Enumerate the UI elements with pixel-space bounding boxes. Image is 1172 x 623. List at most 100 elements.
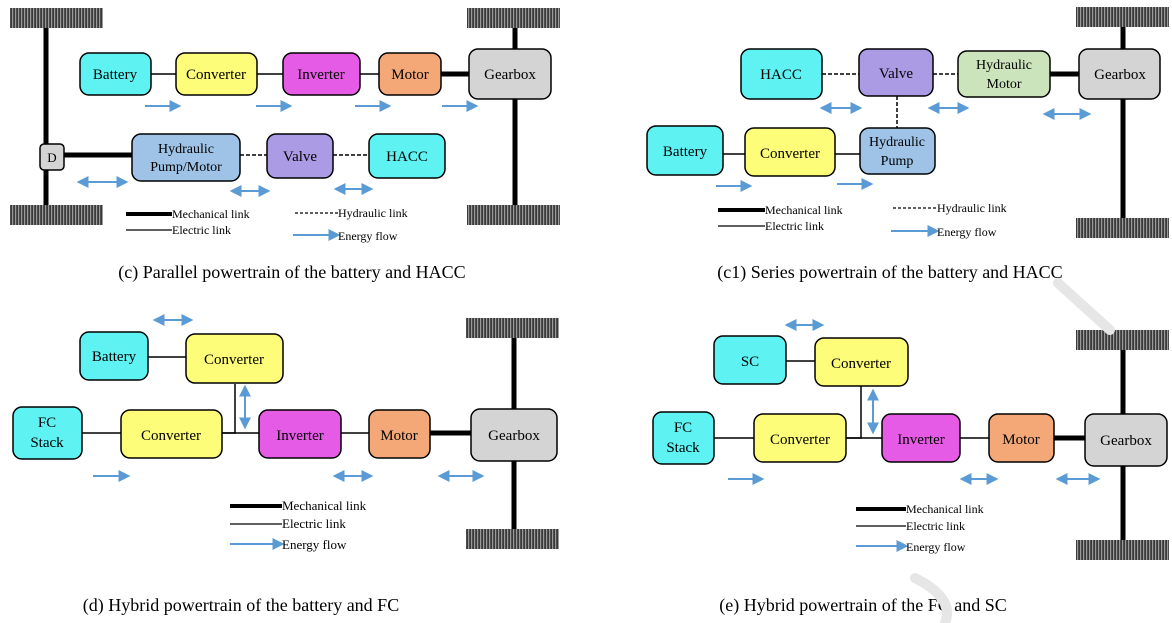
battery-box: Battery (79, 52, 152, 96)
legend-hydraulic: Hydraulic link (937, 201, 1007, 215)
wheel-icon (466, 529, 559, 549)
battery-label: Battery (93, 67, 138, 83)
fc-label-line2: Stack (666, 440, 700, 456)
inverter-box: Inverter (881, 413, 961, 463)
hydraulic-pump-motor-box: Hydraulic Pump/Motor (131, 133, 241, 182)
wheel-icon (467, 205, 560, 225)
panel-e: SC Converter FC Stack Converter Inverter… (652, 319, 1169, 616)
inverter-label: Inverter (276, 428, 323, 444)
sc-box: SC (713, 335, 787, 385)
converter-box: Converter (744, 127, 836, 177)
wheel-icon (466, 318, 559, 338)
battery-label: Battery (663, 144, 708, 160)
motor-label: Motor (391, 67, 429, 83)
valve-label: Valve (879, 66, 913, 82)
wheel-icon (1076, 330, 1169, 350)
legend-mechanical: Mechanical link (906, 502, 984, 516)
gearbox-box: Gearbox (1078, 48, 1161, 100)
converter-label: Converter (760, 146, 820, 162)
legend: Mechanical link Electric link Hydraulic … (718, 201, 1007, 239)
inverter-box: Inverter (258, 409, 342, 459)
wheel-icon (1076, 7, 1169, 27)
pump-label-line1: Hydraulic (869, 135, 925, 150)
legend: Mechanical link Electric link Hydraulic … (126, 206, 408, 243)
inverter-box: Inverter (282, 52, 361, 96)
legend: Mechanical link Electric link Energy flo… (230, 498, 367, 552)
hacc-box: HACC (740, 48, 823, 100)
motor-box: Motor (378, 52, 442, 96)
legend-energy: Energy flow (282, 537, 347, 552)
legend-energy: Energy flow (338, 229, 398, 243)
converter-label: Converter (186, 67, 246, 83)
battery-label: Battery (92, 349, 137, 365)
converter-label: Converter (141, 428, 201, 444)
gearbox-label: Gearbox (1094, 67, 1146, 83)
panel-c: Battery Converter Inverter Motor Gearbox… (10, 8, 560, 283)
converter-label: Converter (770, 432, 830, 448)
legend-mechanical: Mechanical link (282, 498, 367, 513)
caption-d: (d) Hybrid powertrain of the battery and… (83, 595, 399, 616)
legend-energy: Energy flow (937, 225, 997, 239)
converter-box: Converter (753, 413, 847, 463)
battery-box: Battery (646, 125, 724, 176)
legend-electric: Electric link (906, 519, 965, 533)
caption-c: (c) Parallel powertrain of the battery a… (118, 262, 465, 283)
differential-box: D (39, 143, 65, 171)
watermark (910, 278, 1115, 623)
battery-box: Battery (79, 331, 149, 381)
panel-c1: HACC Valve Hydraulic Motor Gearbox Batte… (646, 7, 1169, 283)
converter-top-box: Converter (185, 333, 284, 384)
gearbox-box: Gearbox (468, 48, 552, 100)
hydraulic-pump-box: Hydraulic Pump (859, 127, 936, 175)
inverter-label: Inverter (897, 432, 944, 448)
pump-label-line2: Pump (881, 154, 914, 169)
legend-mechanical: Mechanical link (765, 203, 843, 217)
legend-energy: Energy flow (906, 540, 966, 554)
gearbox-box: Gearbox (470, 408, 558, 462)
pump-label-line2: Pump/Motor (150, 160, 222, 175)
hacc-label: HACC (760, 67, 802, 83)
fc-label-line1: FC (674, 420, 692, 436)
gearbox-label: Gearbox (484, 67, 536, 83)
legend-electric: Electric link (282, 516, 346, 531)
legend-hydraulic: Hydraulic link (338, 206, 408, 220)
motor-box: Motor (988, 413, 1055, 463)
hacc-box: HACC (368, 133, 446, 179)
legend-mechanical: Mechanical link (172, 207, 250, 221)
converter-top-box: Converter (814, 337, 909, 387)
motor-label: Motor (380, 428, 418, 444)
fc-stack-box: FC Stack (652, 411, 715, 465)
legend: Mechanical link Electric link Energy flo… (856, 502, 984, 554)
panel-d: Battery Converter FC Stack Converter Inv… (12, 314, 559, 616)
wheel-icon (10, 8, 103, 28)
converter-top-label: Converter (204, 352, 264, 368)
converter-box: Converter (175, 52, 258, 96)
motor-label: Motor (1002, 432, 1040, 448)
inverter-label: Inverter (297, 67, 344, 83)
wheel-icon (1076, 540, 1169, 560)
valve-box: Valve (858, 48, 934, 97)
motor-box: Motor (368, 409, 431, 459)
hydraulic-motor-label-line1: Hydraulic (976, 58, 1032, 73)
gearbox-label: Gearbox (488, 428, 540, 444)
fc-label-line1: FC (38, 415, 56, 431)
differential-label: D (47, 150, 56, 165)
legend-electric: Electric link (172, 223, 231, 237)
valve-box: Valve (266, 133, 334, 179)
legend-electric: Electric link (765, 219, 824, 233)
sc-label: SC (741, 354, 759, 370)
valve-label: Valve (283, 149, 317, 165)
hydraulic-motor-label-line2: Motor (987, 77, 1022, 92)
wheel-icon (1076, 218, 1169, 238)
converter-top-label: Converter (831, 356, 891, 372)
fc-label-line2: Stack (30, 435, 64, 451)
converter-box: Converter (120, 409, 223, 459)
gearbox-box: Gearbox (1084, 413, 1168, 467)
wheel-icon (10, 205, 103, 225)
pump-label-line1: Hydraulic (158, 142, 214, 157)
hacc-label: HACC (386, 149, 428, 165)
gearbox-label: Gearbox (1100, 433, 1152, 449)
wheel-icon (467, 8, 560, 28)
fc-stack-box: FC Stack (12, 406, 83, 460)
